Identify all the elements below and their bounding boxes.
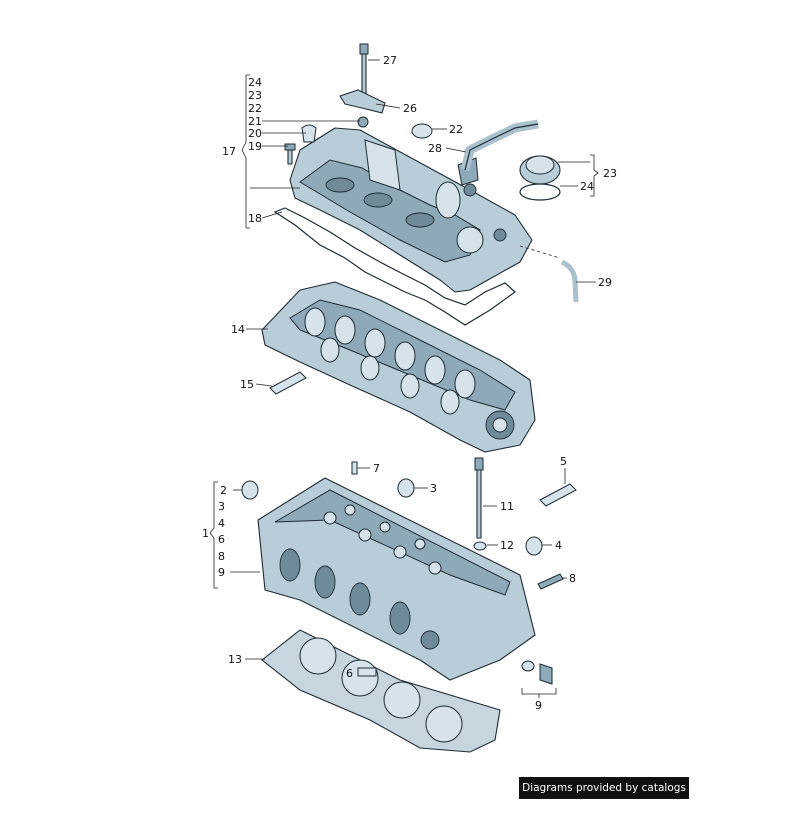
callout-18: 18: [248, 212, 262, 225]
sealant-tube-5: [539, 483, 577, 507]
cover-gasket: [273, 207, 516, 326]
callout-2-plug: 2: [220, 484, 227, 497]
callout-23-cap: 23: [603, 167, 617, 180]
valve-guides: [323, 504, 442, 575]
sealant-tube-15: [269, 371, 307, 395]
cylinder-head-cover: [289, 127, 533, 293]
callout-17: 17: [222, 145, 236, 158]
exploded-view: 27 26 24 23 22 21 20 19 17 18 22 28 23 2…: [202, 43, 617, 753]
callout-8: 8: [218, 550, 225, 563]
callout-20: 20: [248, 127, 262, 140]
brace-group-23: [590, 154, 599, 197]
callout-4: 4: [218, 517, 225, 530]
parts-diagram: 27 26 24 23 22 21 20 19 17 18 22 28 23 2…: [202, 43, 689, 816]
callout-5: 5: [560, 455, 567, 468]
pin-7: [351, 461, 358, 475]
bolt-19: [284, 143, 296, 165]
callout-13: 13: [228, 653, 242, 666]
callout-9-plug: 9: [535, 699, 542, 712]
camshaft-lobes: [304, 307, 476, 415]
callout-12: 12: [500, 539, 514, 552]
callout-4-plug: 4: [555, 539, 562, 552]
callout-9: 9: [218, 566, 225, 579]
callout-8-stud: 8: [569, 572, 576, 585]
callout-19: 19: [248, 140, 262, 153]
callout-28: 28: [428, 142, 442, 155]
attribution-banner: Diagrams provided by catalogs parts: [519, 777, 689, 816]
callout-6-tube: 6: [346, 667, 353, 680]
plug-2: [241, 480, 259, 500]
hose-29: [560, 259, 579, 303]
callout-1: 1: [202, 527, 209, 540]
callout-7: 7: [373, 462, 380, 475]
callout-23: 23: [248, 89, 262, 102]
bracket-26: [339, 89, 386, 114]
plug-3: [397, 478, 415, 498]
callout-3-plug: 3: [430, 482, 437, 495]
plug-20: [301, 124, 317, 143]
oil-filler-cap: [519, 155, 561, 201]
callout-14: 14: [231, 323, 245, 336]
seal-22: [411, 123, 433, 139]
valve-ports: [279, 548, 440, 650]
callout-15: 15: [240, 378, 254, 391]
callout-29: 29: [598, 276, 612, 289]
callout-22: 22: [248, 102, 262, 115]
brace-group-9: [521, 688, 557, 698]
washer-12: [473, 541, 487, 551]
callout-6: 6: [218, 533, 225, 546]
tube-6: [357, 667, 377, 677]
leader-lines: [230, 59, 596, 660]
callout-3: 3: [218, 500, 225, 513]
camshaft-housing: [261, 281, 536, 453]
callout-26: 26: [403, 102, 417, 115]
cylinder-head: [257, 477, 536, 681]
callout-22-seal: 22: [449, 123, 463, 136]
callout-24-seal: 24: [580, 180, 594, 193]
head-gasket: [261, 629, 501, 753]
callout-27: 27: [383, 54, 397, 67]
callout-24: 24: [248, 76, 262, 89]
bolt-27: [359, 43, 369, 95]
plug-4: [525, 536, 543, 556]
brace-group-17: [241, 74, 250, 229]
screw-plug-9: [539, 663, 553, 685]
cap-21: [357, 116, 369, 128]
bolt-11: [474, 457, 484, 539]
stud-8: [537, 573, 564, 590]
callout-11: 11: [500, 500, 514, 513]
callout-21: 21: [248, 115, 262, 128]
callout-labels: 27 26 24 23 22 21 20 19 17 18 22 28 23 2…: [202, 54, 617, 712]
brace-group-1: [209, 481, 218, 589]
sealing-ring-9: [521, 660, 535, 672]
